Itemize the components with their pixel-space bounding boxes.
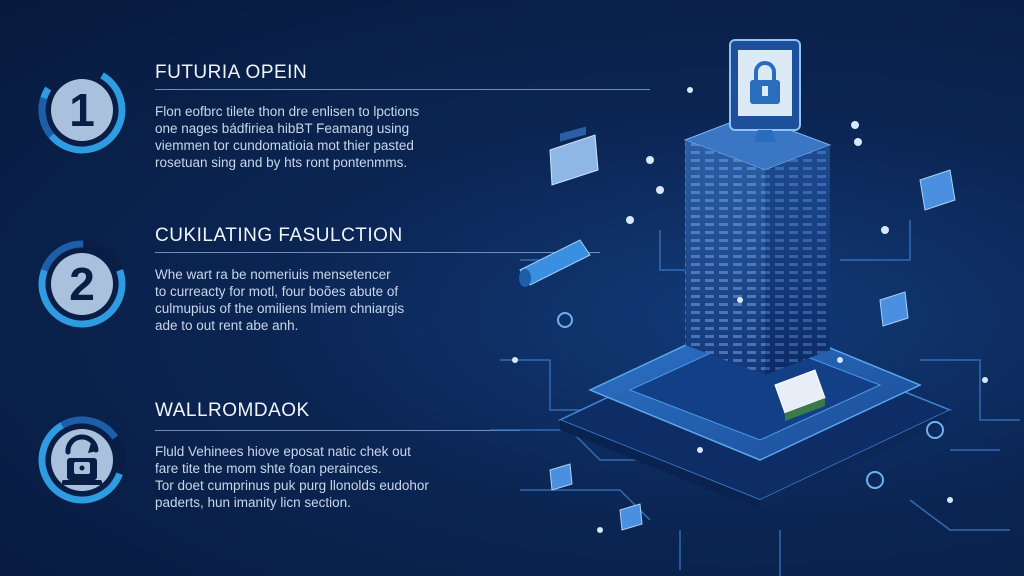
padlock-refresh-icon (62, 434, 102, 485)
circuit-nodes (512, 87, 988, 533)
step-1-body: Flon eofbrc tilete thon dre enlisen to l… (155, 104, 420, 170)
server-tower-illustration (490, 39, 1020, 576)
server-tower (683, 114, 832, 375)
node-rings (557, 312, 944, 489)
floating-card-icon (549, 126, 599, 186)
step-1-number: 1 (69, 84, 95, 136)
step-1-connector (155, 89, 650, 90)
step-3-connector (155, 430, 520, 431)
step-3-badge (34, 412, 130, 508)
small-cube-icons (549, 169, 956, 531)
step-2-connector (155, 252, 600, 253)
step-2-body: Whe wart ra be nomeriuis mensetencer to … (155, 267, 405, 333)
step-1-title: FUTURIA OPEIN (155, 62, 308, 83)
chip-icon (774, 369, 826, 421)
step-2-number: 2 (69, 258, 95, 310)
step-3-title: WALLROMDAOK (155, 400, 310, 421)
ring-icon (38, 66, 126, 154)
step-3-number (34, 412, 130, 508)
ring-icon (38, 240, 126, 328)
monitor-padlock-icon (729, 39, 801, 142)
data-cylinder-icon (519, 239, 591, 287)
step-2-title: CUKILATING FASULCTION (155, 225, 403, 246)
step-3-body: Fluld Vehinees hiove eposat natic chek o… (155, 444, 429, 510)
step-1-badge: 1 (34, 62, 130, 158)
step-2-badge: 2 (34, 236, 130, 332)
platform (558, 314, 952, 510)
